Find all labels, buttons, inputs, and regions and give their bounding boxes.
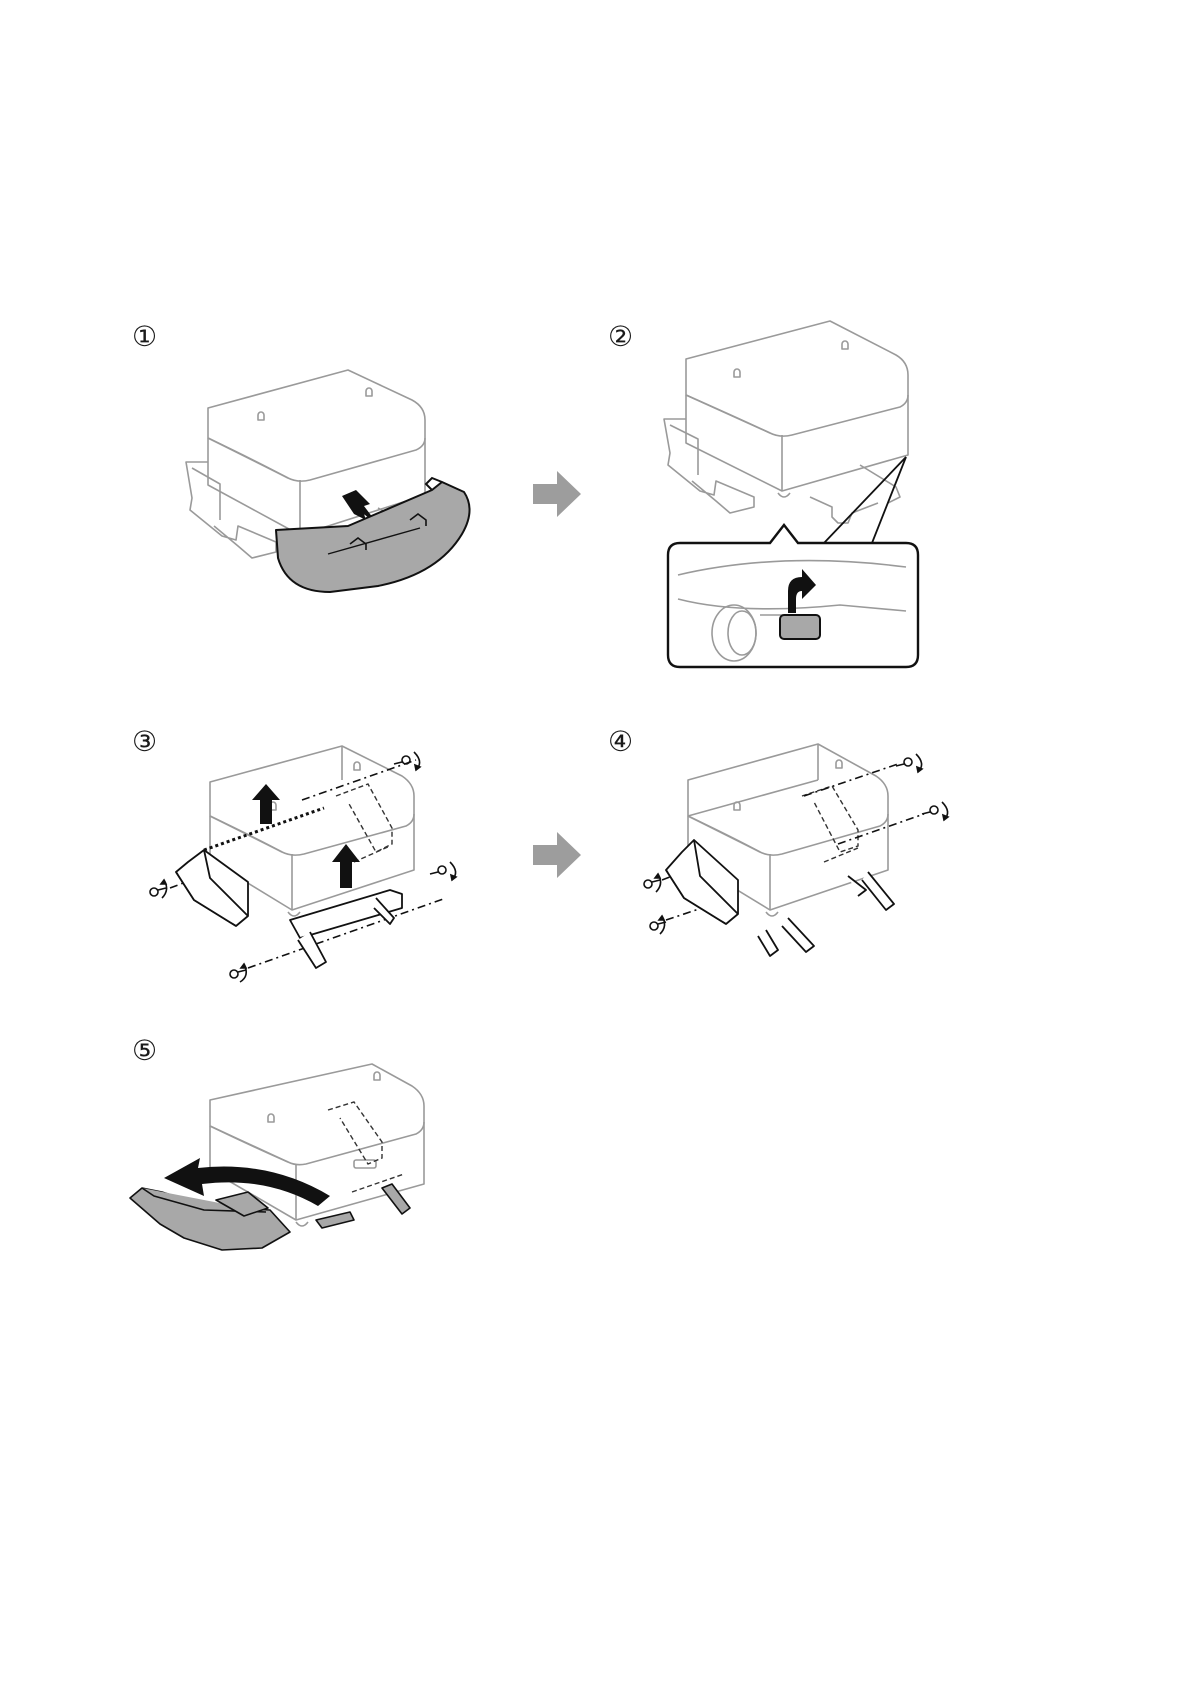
screw-icon bbox=[644, 874, 661, 892]
step-1-number: ① bbox=[132, 322, 157, 352]
step-3-illustration bbox=[140, 740, 510, 990]
screw-icon bbox=[394, 752, 420, 770]
screw-icon bbox=[650, 916, 666, 934]
step-5-illustration bbox=[120, 1060, 440, 1260]
step-2-illustration bbox=[660, 315, 980, 675]
screw-icon bbox=[230, 964, 246, 982]
step-arrow-icon bbox=[533, 471, 581, 517]
step-2-number: ② bbox=[608, 322, 633, 352]
screw-icon bbox=[896, 754, 922, 772]
screw-icon bbox=[922, 802, 948, 820]
step-arrow-icon bbox=[533, 832, 581, 878]
screw-icon bbox=[150, 880, 167, 898]
step-4-illustration bbox=[618, 740, 988, 990]
screw-icon bbox=[430, 862, 456, 880]
step-1-illustration bbox=[180, 360, 520, 650]
